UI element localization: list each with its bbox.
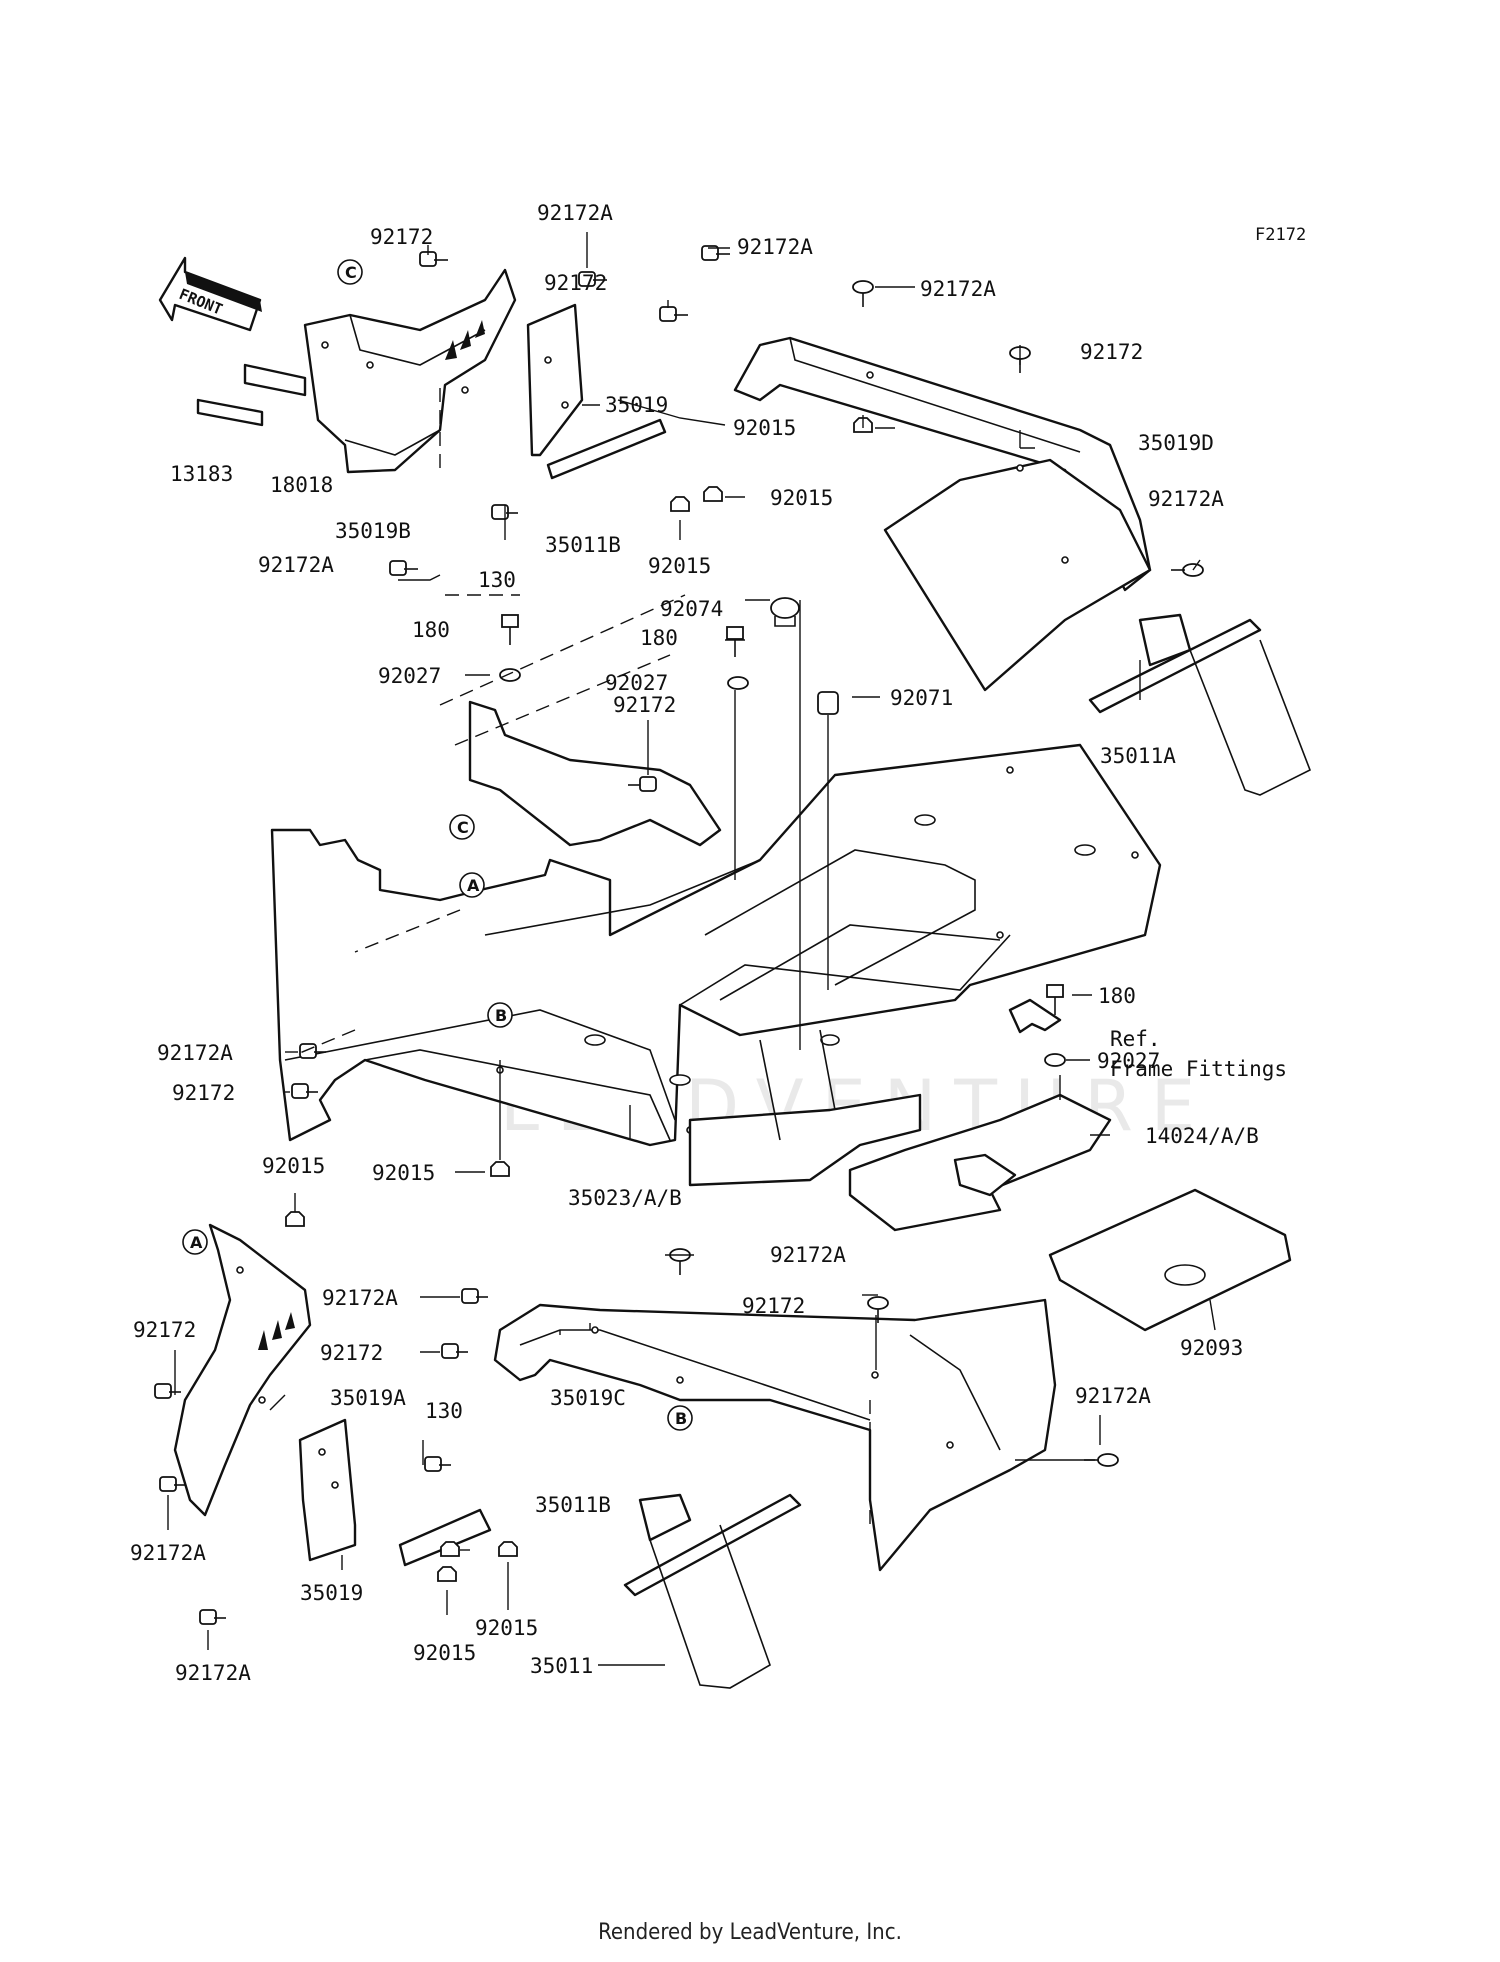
label-92093: 92093: [1180, 1336, 1243, 1360]
label-92015: 92015: [372, 1161, 435, 1185]
label-35019C: 35019C: [550, 1386, 626, 1410]
part-35011A-bracket: [1088, 613, 1312, 796]
figure-code: F2172: [1255, 225, 1306, 245]
label-92172: 92172: [172, 1081, 235, 1105]
label-35011: 35011: [530, 1654, 593, 1678]
label-92015: 92015: [413, 1641, 476, 1665]
label-92172: 92172: [133, 1318, 196, 1342]
part-35019C-fender: [493, 1298, 1057, 1572]
label-92015: 92015: [770, 486, 833, 510]
label-14024-A-B: 14024/A/B: [1145, 1124, 1259, 1148]
part-35019B-front-flap: [303, 268, 517, 474]
part-35011B-bracket-bottom: [398, 1508, 492, 1567]
front-arrow-icon: FRONT: [158, 256, 262, 332]
ref-circle-c-mid: C: [449, 814, 475, 840]
fastener-icons: [154, 245, 1204, 1625]
label-92172A: 92172A: [130, 1541, 206, 1565]
part-35019-mudflap-bottom: [298, 1418, 357, 1562]
label-92172A: 92172A: [537, 201, 613, 225]
label-92172: 92172: [742, 1294, 805, 1318]
label-92015: 92015: [475, 1616, 538, 1640]
svg-text:B: B: [495, 1006, 507, 1025]
part-35023-main-fender: [270, 700, 1162, 1147]
frame-fitting-ref: [1008, 998, 1062, 1034]
label-180: 180: [1098, 984, 1136, 1008]
label-35011B: 35011B: [535, 1493, 611, 1517]
ref-circle-a-low: A: [182, 1229, 208, 1255]
label-35019: 35019: [605, 393, 668, 417]
ref-circle-b-low: B: [667, 1405, 693, 1431]
label-35011B: 35011B: [545, 533, 621, 557]
ref-circle-c-top: C: [337, 259, 363, 285]
label-92172A: 92172A: [322, 1286, 398, 1310]
label-130: 130: [478, 568, 516, 592]
part-35019A-front-flap: [173, 1223, 312, 1517]
label-35019A: 35019A: [330, 1386, 406, 1410]
label-92172: 92172: [544, 271, 607, 295]
ref-circle-b-mid: B: [487, 1002, 513, 1028]
footer-credit: Rendered by LeadVenture, Inc.: [598, 1920, 902, 1945]
label-130: 130: [425, 1399, 463, 1423]
reference-note-line2: Frame Fittings: [1110, 1057, 1287, 1081]
label-35011A: 35011A: [1100, 744, 1176, 768]
label-35023-A-B: 35023/A/B: [568, 1186, 682, 1210]
label-92027: 92027: [605, 671, 668, 695]
label-92071: 92071: [890, 686, 953, 710]
part-18018-reflector: [243, 363, 307, 397]
label-92074: 92074: [660, 597, 723, 621]
label-92172: 92172: [613, 693, 676, 717]
label-35019D: 35019D: [1138, 431, 1214, 455]
label-92172A: 92172A: [737, 235, 813, 259]
part-35011-bracket: [623, 1493, 802, 1689]
svg-text:A: A: [467, 876, 480, 895]
ref-circle-a-mid: A: [459, 872, 485, 898]
label-18018: 18018: [270, 473, 333, 497]
label-92027: 92027: [1097, 1049, 1160, 1073]
label-92172A: 92172A: [175, 1661, 251, 1685]
label-92027: 92027: [378, 664, 441, 688]
reference-note-line1: Ref.: [1110, 1027, 1161, 1051]
part-storage-box: [688, 1029, 922, 1187]
part-13183-plate: [196, 398, 264, 427]
label-92015: 92015: [733, 416, 796, 440]
svg-text:B: B: [675, 1409, 687, 1428]
alignment-lines: [294, 388, 871, 1525]
leader-lines: [167, 232, 1216, 1666]
label-92172A: 92172A: [1148, 487, 1224, 511]
label-92172: 92172: [370, 225, 433, 249]
svg-text:C: C: [457, 818, 469, 837]
svg-text:A: A: [190, 1233, 203, 1252]
part-92093-tray: [1048, 1188, 1292, 1332]
label-92015: 92015: [648, 554, 711, 578]
label-92172A: 92172A: [157, 1041, 233, 1065]
label-92172A: 92172A: [920, 277, 996, 301]
part-14024-lid: [848, 1093, 1112, 1232]
label-92172: 92172: [320, 1341, 383, 1365]
label-180: 180: [640, 626, 678, 650]
label-92172A: 92172A: [770, 1243, 846, 1267]
label-92172A: 92172A: [1075, 1384, 1151, 1408]
part-35019D-rear-fender: [733, 336, 1152, 692]
label-35019B: 35019B: [335, 519, 411, 543]
label-92015: 92015: [262, 1154, 325, 1178]
label-35019: 35019: [300, 1581, 363, 1605]
label-92172: 92172: [1080, 340, 1143, 364]
label-92172A: 92172A: [258, 553, 334, 577]
label-13183: 13183: [170, 462, 233, 486]
part-35019-mudflap-top: [526, 303, 584, 457]
part-35011B-bracket-top: [546, 418, 667, 480]
label-180: 180: [412, 618, 450, 642]
svg-text:C: C: [345, 263, 357, 282]
part-labels: 92172 92172A 92172A 92172A 92172 92172 3…: [130, 201, 1287, 1685]
